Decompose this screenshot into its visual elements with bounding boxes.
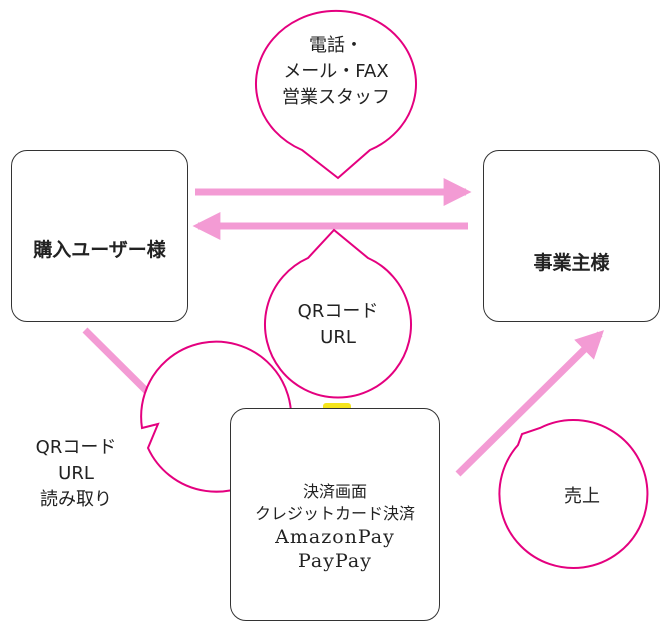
bubble-sales: [498, 419, 649, 569]
bubble-sales-text: 売上: [512, 484, 652, 510]
bubble-contact-line-2: メール・FAX: [283, 61, 389, 82]
bubble-qr-link-text: QRコード URL: [266, 299, 410, 351]
bubble-contact: [255, 9, 417, 180]
merchant-node: 事業主様: [483, 150, 660, 322]
buyer-label: 購入ユーザー様: [33, 239, 166, 261]
payment-line-2: クレジットカード決済: [254, 504, 415, 523]
bubble-contact-text: 電話・ メール・FAX 営業スタッフ: [256, 33, 416, 111]
bubble-qr-link-line-2: URL: [320, 327, 356, 348]
bubble-scan-line-3: 読み取り: [40, 489, 112, 510]
payment-node: 決済画面 クレジットカード決済 AmazonPay PayPay: [230, 408, 440, 621]
bubble-qr-link: [264, 228, 412, 399]
bubble-qr-link-line-1: QRコード: [297, 301, 379, 322]
payment-line-3: AmazonPay: [275, 526, 395, 548]
bubble-sales-line-1: 売上: [564, 486, 600, 507]
payment-line-4: PayPay: [298, 550, 372, 572]
bubble-scan-line-2: URL: [58, 463, 94, 484]
payment-line-1: 決済画面: [302, 482, 367, 501]
bubble-contact-line-1: 電話・: [309, 35, 363, 56]
bubble-scan-line-1: QRコード: [35, 437, 117, 458]
bubble-contact-line-3: 営業スタッフ: [282, 87, 390, 108]
bubble-scan-text: QRコード URL 読み取り: [6, 435, 146, 513]
buyer-node: 購入ユーザー様: [11, 150, 188, 322]
merchant-label: 事業主様: [533, 252, 610, 274]
arrow-payment-to-merchant: [455, 330, 604, 477]
